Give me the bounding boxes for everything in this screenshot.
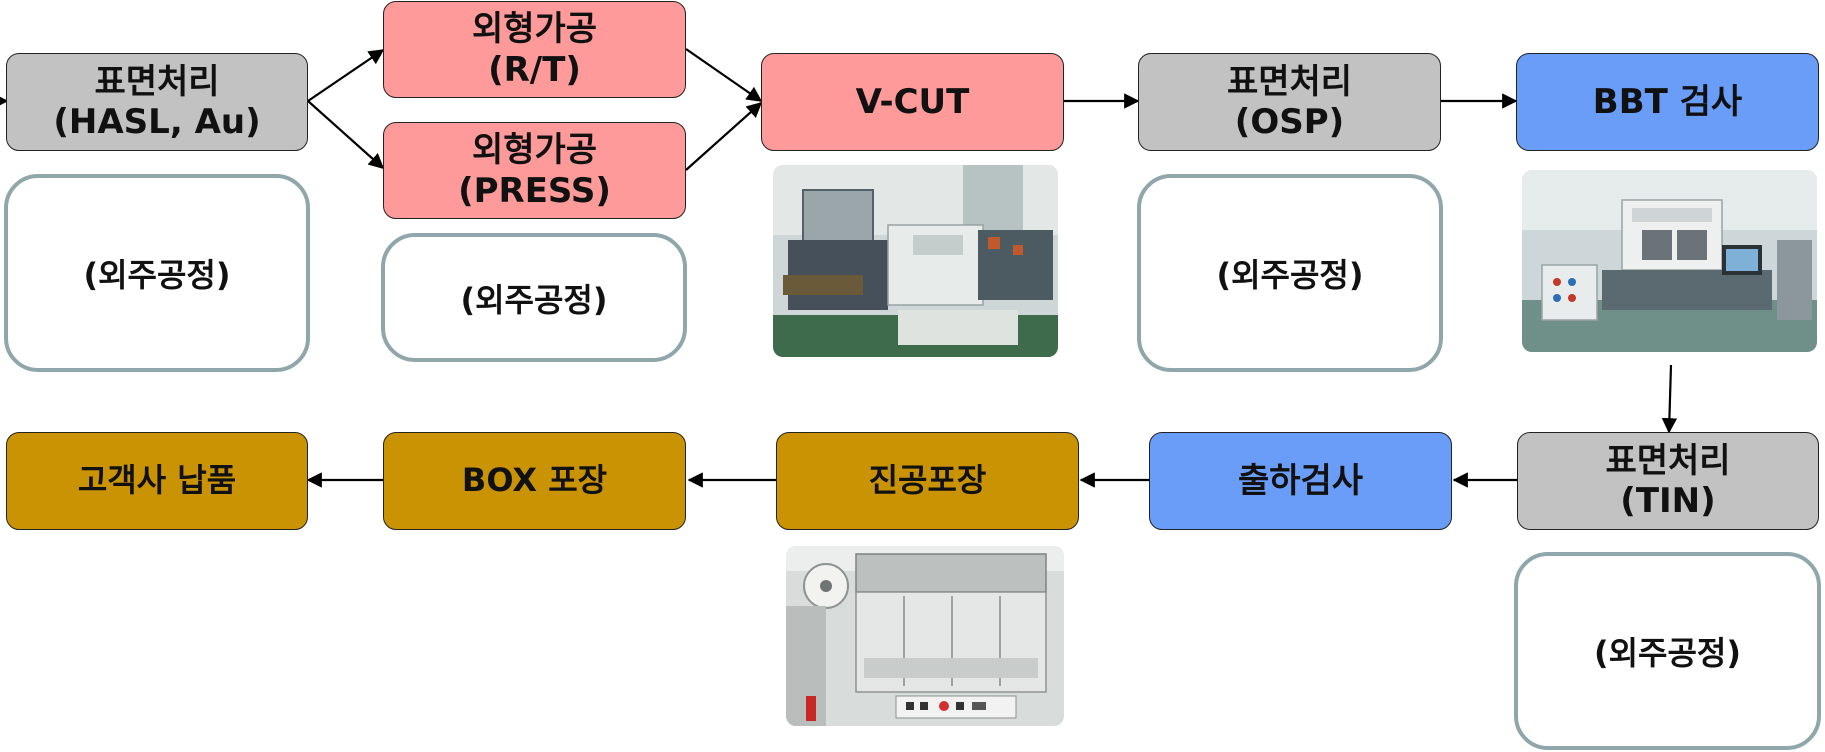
arrow-bbt-to-tin	[1661, 364, 1678, 434]
note-outsourced-osp: (외주공정)	[1137, 174, 1443, 372]
node-surface-tin: 표면처리 (TIN)	[1517, 432, 1819, 530]
node-routing-press-line2: (PRESS)	[458, 170, 611, 211]
bbt-tester-photo	[1522, 170, 1817, 352]
vacuum-packing-machine-photo	[786, 546, 1064, 726]
arrow-hasl-to-press	[307, 100, 385, 170]
note-outsourced-tin-label: (외주공정)	[1593, 634, 1741, 672]
note-outsourced-routing: (외주공정)	[381, 233, 687, 362]
note-outsourced-routing-label: (외주공정)	[460, 280, 608, 319]
node-customer-delivery: 고객사 납품	[6, 432, 308, 530]
node-bbt-label: BBT 검사	[1592, 81, 1743, 122]
node-routing-press-line1: 외형가공	[471, 130, 598, 171]
node-box-packing: BOX 포장	[383, 432, 686, 530]
node-surface-hasl-line1: 표면처리	[94, 61, 220, 102]
node-routing-rt-line2: (R/T)	[488, 49, 581, 90]
note-outsourced-tin: (외주공정)	[1514, 552, 1821, 750]
node-shipping-inspection-label: 출하검사	[1237, 460, 1364, 501]
note-outsourced-hasl-label: (외주공정)	[83, 256, 231, 294]
node-surface-osp: 표면처리 (OSP)	[1138, 53, 1441, 151]
node-surface-tin-line2: (TIN)	[1620, 481, 1716, 521]
node-vcut-label: V-CUT	[855, 81, 970, 122]
node-surface-tin-line1: 표면처리	[1605, 440, 1731, 481]
node-vacuum-packing: 진공포장	[776, 432, 1079, 530]
node-vacuum-packing-label: 진공포장	[868, 461, 987, 500]
node-vcut: V-CUT	[761, 53, 1064, 151]
node-shipping-inspection: 출하검사	[1149, 432, 1452, 530]
note-outsourced-osp-label: (외주공정)	[1216, 256, 1364, 294]
node-customer-delivery-label: 고객사 납품	[77, 461, 237, 500]
node-surface-osp-line1: 표면처리	[1226, 61, 1353, 102]
node-box-packing-label: BOX 포장	[461, 461, 608, 500]
node-bbt: BBT 검사	[1516, 53, 1819, 151]
note-outsourced-hasl: (외주공정)	[4, 174, 310, 372]
node-surface-osp-line2: (OSP)	[1234, 102, 1345, 142]
arrow-press-to-vcut	[685, 101, 763, 171]
arrow-hasl-to-rt	[307, 49, 385, 102]
node-routing-rt: 외형가공 (R/T)	[383, 1, 686, 98]
node-surface-hasl-line2: (HASL, Au)	[53, 102, 261, 142]
node-routing-rt-line1: 외형가공	[471, 9, 598, 50]
arrow-rt-to-vcut	[685, 48, 763, 102]
v-cut-machine-photo	[773, 165, 1058, 357]
node-surface-hasl: 표면처리 (HASL, Au)	[6, 53, 308, 151]
node-routing-press: 외형가공 (PRESS)	[383, 122, 686, 219]
